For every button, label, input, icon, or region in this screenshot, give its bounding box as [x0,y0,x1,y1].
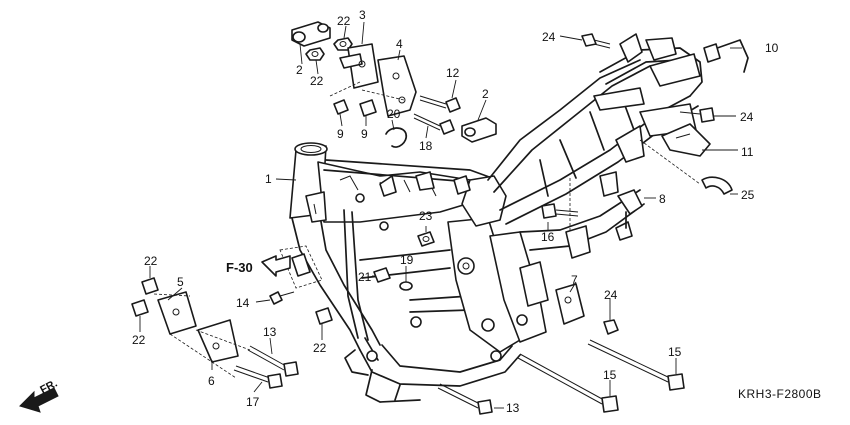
leader-lines [139,21,742,409]
callout-9-a: 9 [337,127,344,141]
engine-hanger-collar-2-lower [461,117,497,143]
callout-22-left-b: 22 [132,333,146,347]
assembly-guide-dash-upper [329,81,405,101]
callout-25: 25 [741,188,755,202]
engine-hanger-collar-2-upper [291,21,331,47]
callout-14: 14 [236,296,250,310]
stay-8 [615,189,643,241]
callout-10: 10 [765,41,779,55]
f30-ref-arrow [261,255,291,277]
callout-18: 18 [419,139,433,153]
callout-24-upper: 24 [542,30,556,44]
bolt-15-short [587,339,685,391]
bolt-14 [269,291,295,305]
callout-15-long: 15 [603,368,617,382]
bolt-24-upper [581,33,611,49]
assembly-guide-dash-right [569,139,701,232]
engine-hanger-plate-4 [377,55,417,117]
callout-15-short: 15 [668,345,682,359]
nut-23 [417,231,435,247]
callout-22-upper-a: 22 [337,14,351,28]
callout-24-lower: 24 [604,288,618,302]
callout-7: 7 [571,273,578,287]
callout-12: 12 [446,66,460,80]
assembly-guide-dash-left [153,293,251,379]
callout-22-left-a: 22 [144,254,158,268]
callout-17: 17 [246,395,260,409]
washer-19 [399,281,413,291]
nut-21 [373,267,391,283]
callout-13-left: 13 [263,325,277,339]
bracket-7 [555,283,585,325]
callout-11: 11 [741,145,754,159]
f30-reference-label: F-30 [226,260,253,275]
bolt-18 [413,113,455,135]
bolt-24-right [679,107,715,123]
callout-8: 8 [659,192,666,206]
callout-5: 5 [177,275,184,289]
engine-hanger-plate-6 [197,319,239,363]
nut-22-left-b [131,299,149,317]
f30-reference-bracket [279,245,323,289]
bolt-15-long [517,353,619,413]
callout-22-lower: 22 [313,341,327,355]
callout-19: 19 [400,253,414,267]
nut-22-upper-b [305,47,325,61]
nut-24-lower [603,319,619,335]
callout-2-lower: 2 [482,87,489,101]
callout-9-b: 9 [361,127,368,141]
bolt-13-left [247,345,299,377]
callout-20: 20 [387,107,401,121]
callout-1: 1 [265,172,272,186]
collar-9-b [359,99,377,117]
engine-hanger-plate-3 [339,43,379,89]
callout-6: 6 [208,374,215,388]
collar-9-a [333,99,349,115]
callout-22-upper-b: 22 [310,74,324,88]
clip-20 [385,127,408,148]
clip-25 [701,176,733,195]
bolt-17 [233,365,283,389]
callout-23: 23 [419,209,433,223]
rear-bracket-10 [703,39,749,73]
drawing-code: KRH3-F2800B [738,387,822,401]
front-direction-arrow [19,387,59,413]
bolt-16 [541,203,579,219]
engine-hanger-plate-5 [157,291,197,335]
callout-16: 16 [541,230,555,244]
bolt-12 [419,95,461,113]
frame-body [289,33,703,403]
callout-2-upper: 2 [296,63,303,77]
nut-22-left-a [141,277,159,295]
callout-4: 4 [396,37,403,51]
callout-3: 3 [359,8,366,22]
bolt-13-lower [437,383,493,415]
callout-13-lower: 13 [506,401,520,415]
callout-24-right: 24 [740,110,754,124]
callout-21: 21 [358,270,372,284]
nut-22-lower [315,307,333,325]
